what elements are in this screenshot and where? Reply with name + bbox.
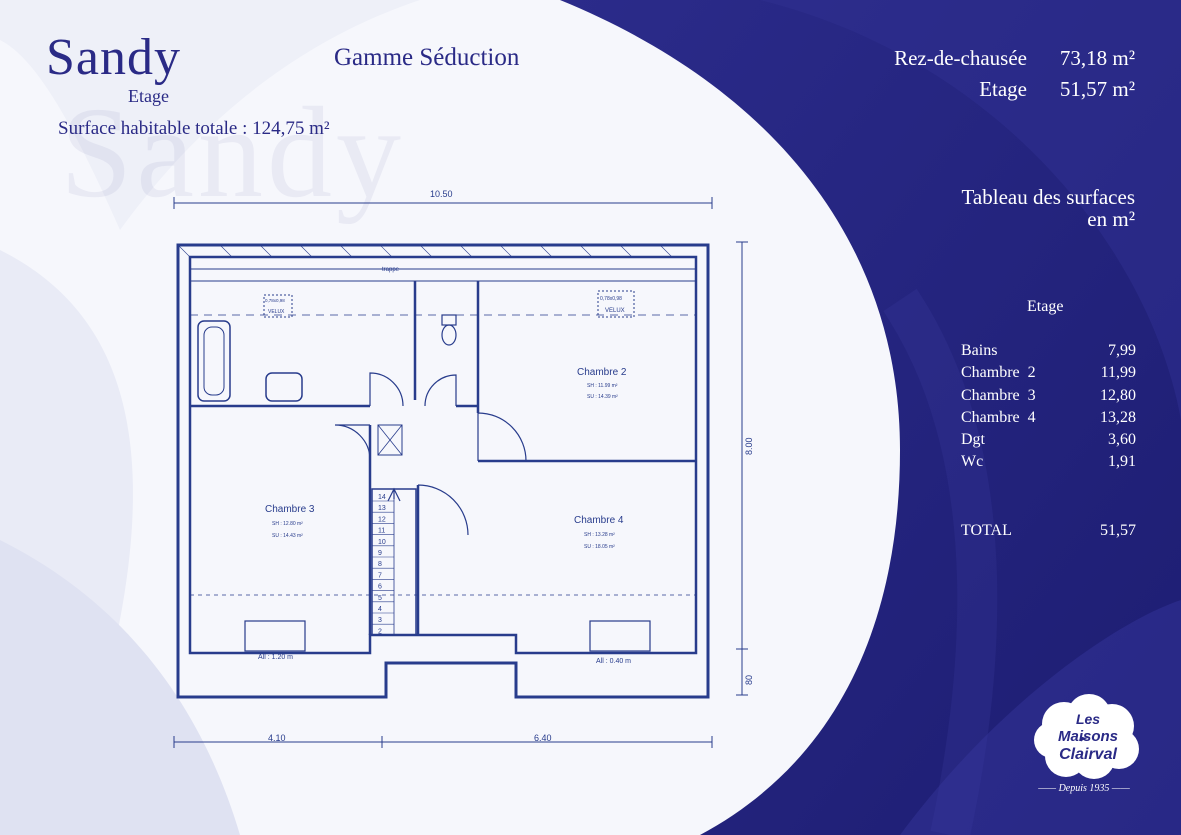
room-chambre2-su: SU : 14.39 m² bbox=[587, 394, 618, 400]
surface-table-title-line2: en m² bbox=[1087, 207, 1135, 231]
room-chambre3-su: SU : 14.43 m² bbox=[272, 533, 303, 539]
table-row: Chambre 3 12,80 bbox=[961, 387, 1136, 409]
room-chambre3: Chambre 3 bbox=[265, 504, 315, 515]
row-label: Chambre 2 bbox=[961, 364, 1036, 382]
area-value: 73,18 m² bbox=[1059, 46, 1135, 70]
row-value: 13,28 bbox=[1100, 408, 1136, 426]
table-row: Chambre 4 13,28 bbox=[961, 409, 1136, 431]
stair-step-number: 3 bbox=[378, 617, 382, 624]
row-value: 1,91 bbox=[1108, 453, 1136, 471]
bathtub-icon bbox=[197, 320, 231, 402]
stair-step-numbers: 14 13 12 11 10 9 8 7 6 5 4 3 2 bbox=[372, 494, 394, 636]
room-chambre2-sh: SH : 11.99 m² bbox=[587, 383, 618, 389]
dim-right-label: 8.00 bbox=[744, 437, 754, 455]
velux2-label: VELUX bbox=[605, 308, 625, 314]
table-row: Chambre 2 11,99 bbox=[961, 364, 1136, 386]
logo-tagline-text: Depuis 1935 bbox=[1058, 783, 1110, 794]
velux-window-icon bbox=[597, 290, 635, 318]
stair-step-number: 8 bbox=[378, 561, 382, 568]
logo-line3: Clairval bbox=[1059, 746, 1117, 763]
stair-step-number: 10 bbox=[378, 539, 386, 546]
row-label: Wc bbox=[961, 453, 984, 471]
dim-top-label: 10.50 bbox=[430, 189, 453, 199]
area-label: Rez-de-chausée bbox=[894, 46, 1027, 70]
trapdoor-label: trappe bbox=[382, 267, 400, 273]
page-title: Sandy bbox=[46, 29, 181, 86]
stair-step-number: 13 bbox=[378, 505, 386, 512]
room-chambre2: Chambre 2 bbox=[577, 367, 627, 378]
velux1-size: 0,78x0,98 bbox=[265, 298, 285, 303]
door-icon bbox=[424, 374, 457, 407]
stair-step-number: 14 bbox=[378, 494, 386, 501]
row-value: 12,80 bbox=[1100, 386, 1136, 404]
dim-bottom-left-label: 4.10 bbox=[268, 733, 286, 743]
total-surface: Surface habitable totale : 124,75 m² bbox=[58, 118, 330, 139]
clairval-logo: Les Maisons Clairval bbox=[1034, 694, 1139, 779]
window-icon bbox=[589, 620, 651, 652]
window-icon bbox=[244, 620, 306, 652]
area-row: Rez-de-chausée 73,18 m² bbox=[894, 46, 1135, 71]
sink-icon bbox=[265, 372, 303, 402]
area-value: 51,57 m² bbox=[1059, 77, 1135, 101]
stair-step-number: 9 bbox=[378, 550, 382, 557]
surface-total: TOTAL 51,57 bbox=[961, 522, 1136, 540]
velux-window-icon bbox=[263, 294, 293, 318]
toilet-icon bbox=[441, 314, 457, 326]
door-icon bbox=[369, 372, 404, 407]
row-label: Bains bbox=[961, 342, 998, 359]
logo-line2: Maisons bbox=[1058, 728, 1118, 745]
area-label: Etage bbox=[979, 77, 1027, 101]
logo-line1: Les bbox=[1076, 711, 1100, 727]
stair-step-number: 5 bbox=[378, 595, 382, 602]
table-row: Dgt 3,60 bbox=[961, 431, 1136, 453]
skylight-icon bbox=[377, 424, 403, 456]
row-label: Chambre 3 bbox=[961, 386, 1036, 404]
dim-bottom-right-label: 6.40 bbox=[534, 733, 552, 743]
sill-height-left: All : 1.20 m bbox=[258, 654, 293, 661]
stair-step-number: 6 bbox=[378, 584, 382, 591]
row-label: Chambre 4 bbox=[961, 408, 1036, 426]
table-row: Wc 1,91 bbox=[961, 453, 1136, 475]
floor-areas: Rez-de-chausée 73,18 m² Etage 51,57 m² bbox=[894, 46, 1135, 108]
watermark-text: Sandy bbox=[60, 81, 405, 225]
total-value: 51,57 bbox=[1100, 522, 1136, 539]
page-subtitle: Etage bbox=[128, 86, 169, 106]
surface-table-title-line1: Tableau des surfaces bbox=[961, 185, 1135, 209]
row-value: 3,60 bbox=[1108, 431, 1136, 449]
logo-cloud-icon bbox=[1034, 694, 1139, 779]
room-chambre4-su: SU : 18.05 m² bbox=[584, 544, 615, 550]
stair-step-number: 7 bbox=[378, 572, 382, 579]
room-chambre4-sh: SH : 13.28 m² bbox=[584, 532, 615, 538]
room-chambre4: Chambre 4 bbox=[574, 515, 624, 526]
area-row: Etage 51,57 m² bbox=[894, 77, 1135, 102]
range-title: Gamme Séduction bbox=[334, 44, 520, 71]
door-icon bbox=[417, 484, 469, 536]
door-icon bbox=[477, 412, 527, 462]
surface-table-header: Etage bbox=[1027, 298, 1064, 315]
sill-height-right: All : 0.40 m bbox=[596, 658, 631, 665]
door-icon bbox=[334, 424, 371, 461]
velux2-size: 0,78x0,98 bbox=[600, 296, 622, 302]
stair-step-number: 12 bbox=[378, 516, 386, 523]
row-value: 7,99 bbox=[1108, 342, 1136, 359]
table-row: Bains 7,99 bbox=[961, 342, 1136, 364]
inner-wall bbox=[188, 255, 698, 655]
outer-wall bbox=[176, 243, 710, 699]
floor-plan: 14 13 12 11 10 9 8 7 6 5 4 3 2 10.50 8.00 80 4.10 6.… bbox=[173, 189, 754, 748]
stair-step-number: 4 bbox=[378, 606, 382, 613]
room-chambre3-sh: SH : 12.80 m² bbox=[272, 521, 303, 527]
total-label: TOTAL bbox=[961, 522, 1012, 539]
dim-right-small-label: 80 bbox=[744, 675, 754, 685]
stair-step-number: 2 bbox=[378, 628, 382, 635]
row-label: Dgt bbox=[961, 431, 985, 449]
surface-table-title: Tableau des surfaces en m² bbox=[962, 186, 1135, 230]
velux1-label: VELUX bbox=[268, 309, 285, 315]
stair-step-number: 11 bbox=[378, 528, 385, 535]
logo-tagline: —— Depuis 1935 —— bbox=[1038, 783, 1130, 794]
row-value: 11,99 bbox=[1100, 364, 1136, 382]
